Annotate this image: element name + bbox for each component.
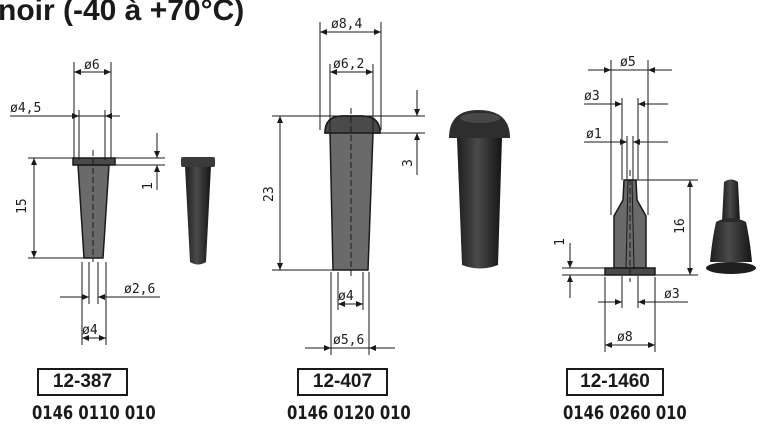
part-number-12-407: 0146 0120 010 (287, 402, 411, 424)
part-12-407-drawing (272, 22, 425, 355)
dim-12-387-d-flange: ø4,5 (10, 101, 41, 116)
part-number-12-1460: 0146 0260 010 (563, 402, 687, 424)
dim-12-407-cap: 3 (401, 159, 416, 167)
part-number-12-387: 0146 0110 010 (32, 402, 156, 424)
part-12-407-photo (449, 110, 510, 269)
dim-12-1460-d-base: ø8 (617, 330, 633, 345)
code-box-12-407: 12-407 (297, 368, 388, 396)
part-12-387-drawing (10, 62, 165, 345)
code-box-12-387: 12-387 (37, 368, 128, 396)
dim-12-387-d-top: ø6 (84, 58, 100, 73)
dim-12-407-length: 23 (262, 186, 277, 202)
dim-12-387-d-outer: ø4 (82, 323, 98, 338)
dim-12-1460-length: 16 (673, 218, 688, 234)
dim-12-407-d-bore: ø4 (338, 289, 354, 304)
part-12-387-photo (181, 157, 215, 265)
dim-12-407-d-mid: ø6,2 (333, 57, 364, 72)
part-12-1460-drawing (562, 60, 698, 352)
dim-12-407-d-outer: ø5,6 (333, 333, 364, 348)
dim-12-1460-base: 1 (553, 238, 568, 246)
dim-12-1460-d-bore: ø1 (586, 127, 602, 142)
dim-12-387-length: 15 (15, 198, 30, 214)
dim-12-407-d-top: ø8,4 (331, 17, 362, 32)
page-title: noir (-40 à +70°C) (0, 0, 245, 27)
dim-12-1460-d-top: ø5 (620, 55, 636, 70)
dim-12-1460-d-mid: ø3 (584, 89, 600, 104)
dim-12-1460-d-bottom: ø3 (664, 287, 680, 302)
dim-12-387-d-bore: ø2,6 (124, 282, 155, 297)
dim-12-387-flange: 1 (141, 182, 156, 190)
part-12-1460-photo (706, 179, 756, 274)
code-box-12-1460: 12-1460 (566, 368, 664, 396)
